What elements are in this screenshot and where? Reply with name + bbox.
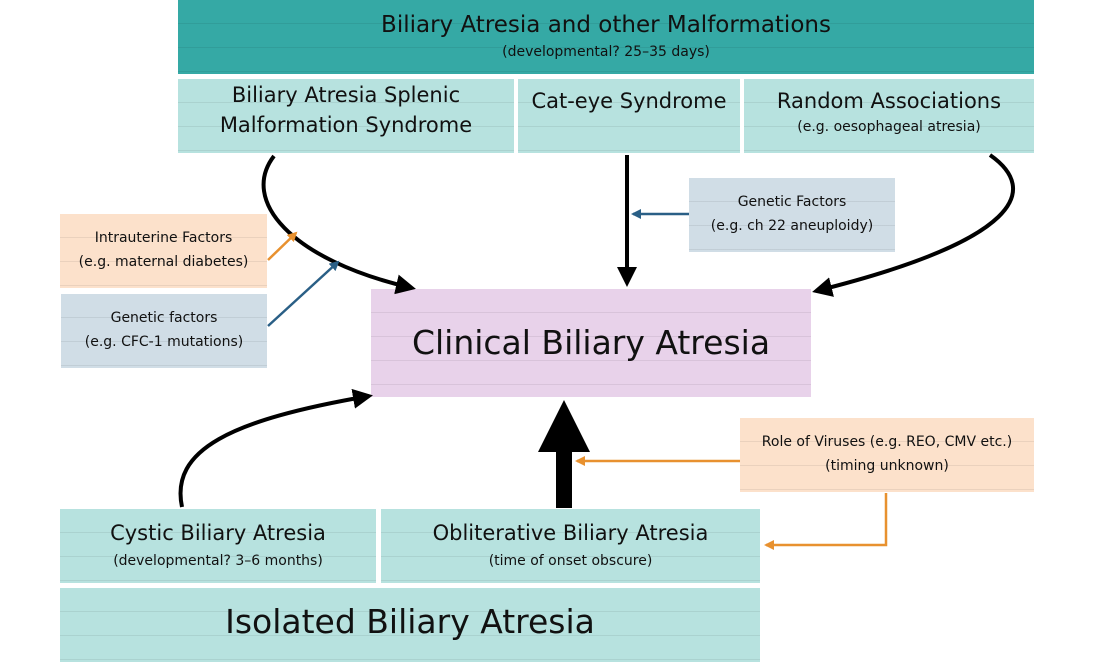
clinical-biliary-atresia-title: Clinical Biliary Atresia (411, 323, 771, 362)
malformations-title: Biliary Atresia and other Malformations (381, 12, 831, 38)
viruses-line2: (timing unknown) (825, 458, 949, 474)
clinical-biliary-atresia-box: Clinical Biliary Atresia (371, 289, 811, 397)
obliterative-biliary-atresia-subtitle: (time of onset obscure) (488, 553, 653, 569)
arrow-obliterative-head (538, 400, 590, 452)
obliterative-biliary-atresia-title: Obliterative Biliary Atresia (432, 521, 709, 545)
isolated-biliary-atresia-box: Isolated Biliary Atresia (60, 588, 760, 662)
intrauterine-factors-line1: Intrauterine Factors (94, 230, 233, 246)
intrauterine-factors-line2: (e.g. maternal diabetes) (78, 254, 249, 270)
random-associations-title: Random Associations (776, 89, 1002, 113)
cystic-biliary-atresia-title: Cystic Biliary Atresia (110, 521, 326, 545)
malformations-subtitle: (developmental? 25–35 days) (502, 44, 710, 60)
genetic-factors-left-box: Genetic factors (e.g. CFC-1 mutations) (61, 294, 267, 368)
cystic-biliary-atresia-box: Cystic Biliary Atresia (developmental? 3… (60, 509, 376, 583)
basm-line1: Biliary Atresia Splenic (231, 83, 461, 107)
genetic-factors-right-line2: (e.g. ch 22 aneuploidy) (710, 218, 874, 234)
obliterative-biliary-atresia-box: Obliterative Biliary Atresia (time of on… (381, 509, 760, 583)
arrow-random-to-clinical (812, 153, 1015, 297)
random-associations-subtitle: (e.g. oesophageal atresia) (797, 119, 981, 135)
cat-eye-box: Cat-eye Syndrome (518, 79, 740, 153)
basm-box: Biliary Atresia Splenic Malformation Syn… (178, 79, 514, 153)
isolated-biliary-atresia-title: Isolated Biliary Atresia (225, 602, 595, 641)
genetic-factors-right-line1: Genetic Factors (737, 194, 847, 210)
basm-line2: Malformation Syndrome (219, 113, 473, 137)
viruses-box: Role of Viruses (e.g. REO, CMV etc.) (ti… (740, 418, 1034, 492)
cystic-biliary-atresia-subtitle: (developmental? 3–6 months) (113, 553, 323, 569)
cat-eye-title: Cat-eye Syndrome (531, 89, 727, 113)
arrow-basm-to-clinical (261, 154, 416, 295)
arrow-intrauterine (267, 231, 298, 261)
malformations-header-box: Biliary Atresia and other Malformations … (178, 0, 1034, 74)
random-associations-box: Random Associations (e.g. oesophageal at… (744, 79, 1034, 153)
viruses-line1: Role of Viruses (e.g. REO, CMV etc.) (761, 434, 1013, 450)
arrow-obliterative-shaft (556, 448, 572, 508)
arrow-cystic-to-clinical (178, 388, 373, 508)
genetic-factors-right-box: Genetic Factors (e.g. ch 22 aneuploidy) (689, 178, 895, 252)
genetic-factors-left-line1: Genetic factors (110, 310, 218, 326)
arrow-viruses-to-obliterative (764, 493, 888, 550)
intrauterine-factors-box: Intrauterine Factors (e.g. maternal diab… (60, 214, 267, 288)
arrow-genetic-left (267, 260, 340, 327)
genetic-factors-left-line2: (e.g. CFC-1 mutations) (84, 334, 244, 350)
